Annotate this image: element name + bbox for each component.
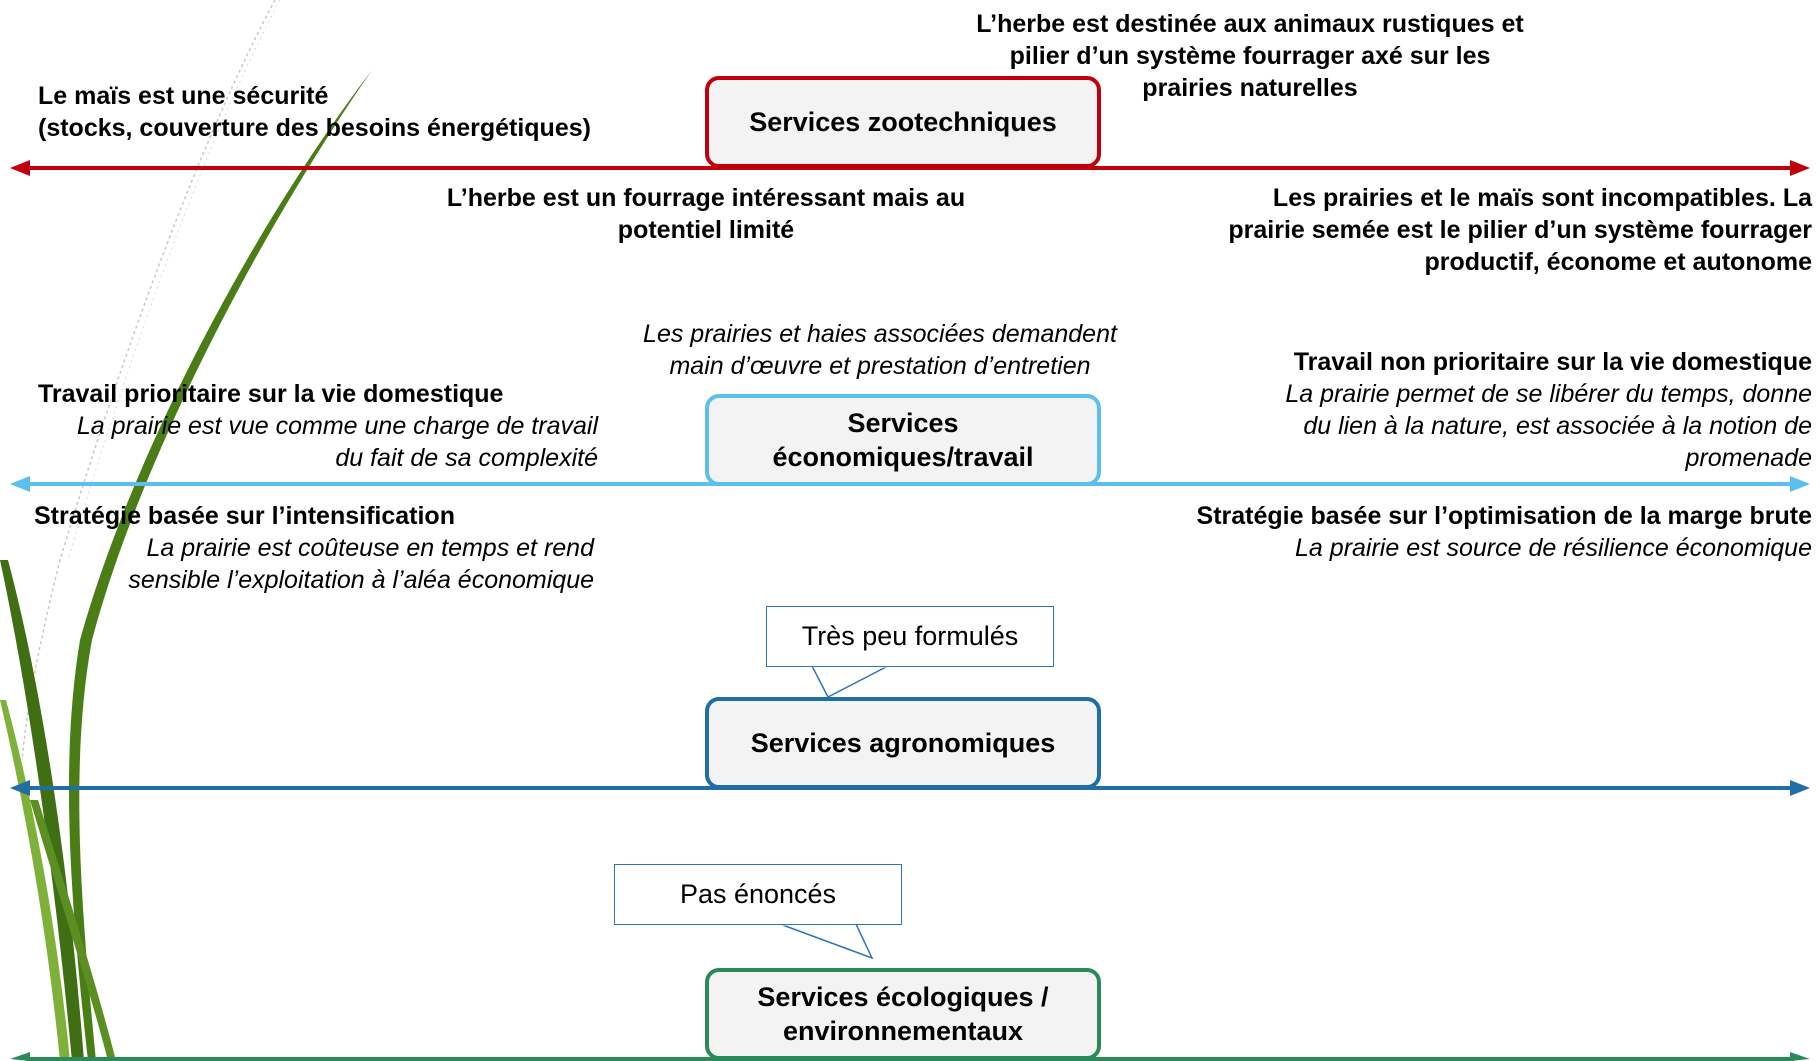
eco-top-right-body: La prairie permet de se libérer du temps… xyxy=(1285,380,1812,472)
eco-bottom-left-title: Stratégie basée sur l’intensification xyxy=(34,502,455,530)
zoo-top-left-text: Le maïs est une sécurité (stocks, couver… xyxy=(38,82,591,142)
services-ecologiques-box: Services écologiques / environnementaux xyxy=(705,968,1101,1060)
eco-top-center-text: Les prairies et haies associées demanden… xyxy=(643,320,1117,380)
eco-top-left-title: Travail prioritaire sur la vie domestiqu… xyxy=(38,380,504,408)
agro-callout: Très peu formulés xyxy=(766,606,1054,667)
services-agronomiques-box: Services agronomiques xyxy=(705,697,1101,789)
eco-top-right-title: Travail non prioritaire sur la vie domes… xyxy=(1293,348,1812,376)
zoo-bottom-right-text: Les prairies et le maïs sont incompatibl… xyxy=(1228,184,1812,276)
eco-bottom-right-title: Stratégie basée sur l’optimisation de la… xyxy=(1196,502,1812,530)
zoo-top-right-text: L’herbe est destinée aux animaux rustiqu… xyxy=(976,10,1524,102)
eco-top-left-body: La prairie est vue comme une charge de t… xyxy=(76,412,598,472)
ecolo-callout: Pas énoncés xyxy=(614,864,902,925)
callout-tail-ecologique xyxy=(779,922,874,960)
callout-tail-agronomique xyxy=(810,664,889,699)
services-zootechniques-box: Services zootechniques xyxy=(705,76,1101,168)
eco-bottom-left-body: La prairie est coûteuse en temps et rend… xyxy=(128,534,594,594)
eco-bottom-right-body: La prairie est source de résilience écon… xyxy=(1295,534,1812,562)
zoo-bottom-center-text: L’herbe est un fourrage intéressant mais… xyxy=(446,184,966,244)
services-economiques-box: Services économiques/travail xyxy=(705,394,1101,486)
axis-zootechnique xyxy=(10,160,1810,176)
